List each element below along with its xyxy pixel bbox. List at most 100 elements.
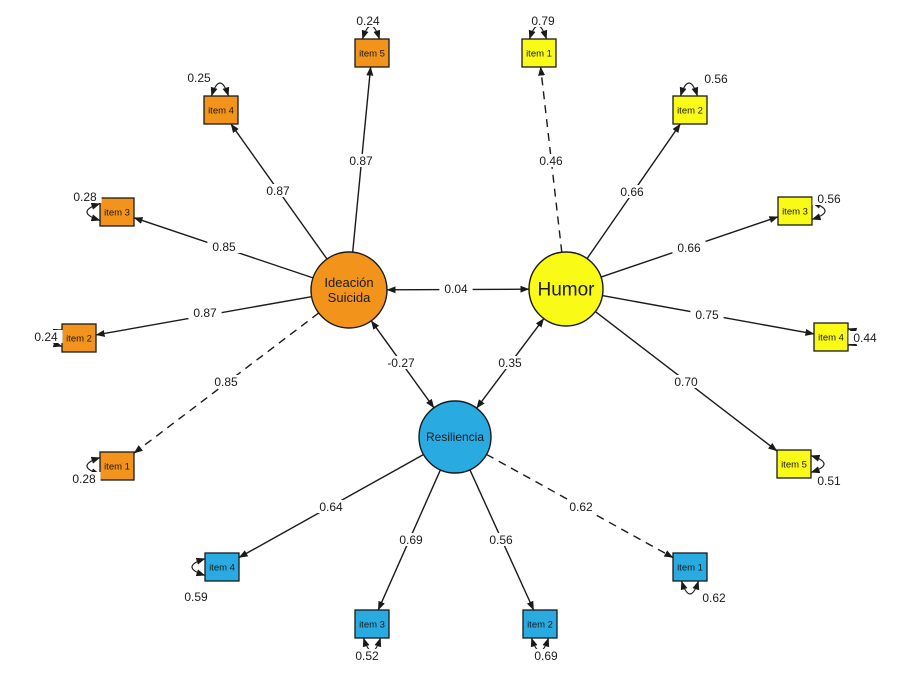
item-box-is2 xyxy=(61,323,97,353)
error-value-h3-bg xyxy=(812,192,846,205)
error-value-h5-bg xyxy=(812,474,846,487)
loading-value-ideacion-is5: 0.87 xyxy=(349,154,373,168)
loading-value-ideacion-is3-bg xyxy=(207,240,241,253)
error-value-is3: 0.28 xyxy=(73,190,97,204)
error-loop-h5 xyxy=(810,454,825,474)
loading-value-resiliencia-r2-bg xyxy=(484,533,518,546)
loading-value-ideacion-is5-bg xyxy=(344,154,378,167)
error-value-r2: 0.69 xyxy=(534,649,558,663)
loading-value-humor-h2: 0.66 xyxy=(620,185,644,199)
error-value-r2-bg xyxy=(529,649,563,662)
item-label-is5: item 5 xyxy=(359,49,385,60)
loading-value-humor-h1-bg xyxy=(534,154,568,167)
loading-value-humor-h5: 0.70 xyxy=(674,375,698,389)
error-value-r4-bg xyxy=(179,590,213,603)
item-label-h3: item 3 xyxy=(782,207,808,218)
loading-value-ideacion-is2: 0.87 xyxy=(193,306,217,320)
error-value-is4: 0.25 xyxy=(187,71,211,85)
item-box-r4 xyxy=(204,552,240,582)
error-value-is5: 0.24 xyxy=(356,14,380,28)
error-loop-is4 xyxy=(210,82,230,97)
item-box-h2 xyxy=(672,95,708,125)
error-value-h2-bg xyxy=(699,72,733,85)
covariance-value-humor-resiliencia: 0.35 xyxy=(498,356,522,370)
loading-value-resiliencia-r1: 0.62 xyxy=(569,500,593,514)
latent-circle-humor xyxy=(528,251,604,327)
error-value-is1: 0.28 xyxy=(72,472,96,486)
covariance-value-ideacion-resiliencia: -0.27 xyxy=(387,356,415,370)
loading-value-humor-h4: 0.75 xyxy=(695,308,719,322)
loading-value-resiliencia-r3-bg xyxy=(394,533,428,546)
loading-value-ideacion-is4-bg xyxy=(261,184,295,197)
item-box-r2 xyxy=(522,609,558,639)
error-value-r1: 0.62 xyxy=(702,591,726,605)
latent-label-resiliencia-0: Resiliencia xyxy=(426,430,484,444)
item-label-r2: item 2 xyxy=(527,620,553,631)
loading-value-ideacion-is4: 0.87 xyxy=(266,184,290,198)
error-value-r3-bg xyxy=(350,649,384,662)
item-label-is3: item 3 xyxy=(104,208,130,219)
covariance-value-ideacion-humor: 0.04 xyxy=(444,282,468,296)
item-box-r3 xyxy=(354,609,390,639)
loading-arrow-humor-h1 xyxy=(538,66,563,253)
loading-value-humor-h4-bg xyxy=(690,308,724,321)
item-label-is4: item 4 xyxy=(208,106,234,117)
item-label-r4: item 4 xyxy=(209,563,235,574)
loading-value-resiliencia-r1-bg xyxy=(564,500,598,513)
loading-value-ideacion-is1-bg xyxy=(209,375,243,388)
loading-value-ideacion-is3: 0.85 xyxy=(212,240,236,254)
item-box-h4 xyxy=(813,322,849,352)
item-box-r1 xyxy=(672,552,708,582)
item-box-is3 xyxy=(99,197,135,227)
error-value-is3-bg xyxy=(68,190,102,203)
covariance-value-humor-resiliencia-bg xyxy=(493,356,527,369)
latent-circle-resiliencia xyxy=(418,400,492,474)
loading-value-resiliencia-r2: 0.56 xyxy=(489,533,513,547)
item-label-h1: item 1 xyxy=(526,49,552,60)
latent-circle-ideacion xyxy=(310,251,388,329)
latent-label-humor-0: Humor xyxy=(537,279,595,300)
loading-value-humor-h3-bg xyxy=(672,241,706,254)
error-value-r3: 0.52 xyxy=(355,649,379,663)
error-value-h1: 0.79 xyxy=(531,14,555,28)
loading-value-resiliencia-r4: 0.64 xyxy=(319,500,343,514)
covariance-value-ideacion-resiliencia-bg xyxy=(381,356,421,369)
error-value-is4-bg xyxy=(182,71,216,84)
item-box-h1 xyxy=(521,38,557,68)
loading-value-humor-h3: 0.66 xyxy=(677,241,701,255)
error-loop-h2 xyxy=(679,82,699,97)
item-box-is1 xyxy=(99,451,135,481)
error-value-h1-bg xyxy=(526,14,560,27)
error-value-h3: 0.56 xyxy=(817,192,841,206)
loading-value-resiliencia-r4-bg xyxy=(314,500,348,513)
loading-value-humor-h5-bg xyxy=(669,375,703,388)
loading-value-humor-h2-bg xyxy=(615,185,649,198)
loading-arrow-resiliencia-r1 xyxy=(486,453,674,559)
error-loop-is3 xyxy=(86,202,101,222)
item-box-h5 xyxy=(776,449,812,479)
item-label-h5: item 5 xyxy=(781,460,807,471)
item-label-r3: item 3 xyxy=(359,620,385,631)
item-box-is4 xyxy=(203,95,239,125)
loading-value-ideacion-is1: 0.85 xyxy=(214,375,238,389)
error-loop-r4 xyxy=(191,557,206,577)
error-value-h2: 0.56 xyxy=(704,72,728,86)
error-value-r4: 0.59 xyxy=(184,590,208,604)
covariance-value-ideacion-humor-bg xyxy=(439,282,473,295)
item-label-is2: item 2 xyxy=(66,334,92,345)
error-value-is5-bg xyxy=(351,14,385,27)
item-label-h2: item 2 xyxy=(677,106,703,117)
item-box-is5 xyxy=(354,38,390,68)
error-value-is2: 0.24 xyxy=(34,330,58,344)
error-value-is1-bg xyxy=(67,472,101,485)
loading-value-humor-h1: 0.46 xyxy=(539,154,563,168)
error-loop-r1 xyxy=(680,580,700,595)
error-value-h4-bg xyxy=(848,331,882,344)
item-label-r1: item 1 xyxy=(677,563,703,574)
loading-value-resiliencia-r3: 0.69 xyxy=(399,533,423,547)
item-box-h3 xyxy=(777,196,813,226)
error-value-r1-bg xyxy=(697,591,731,604)
loading-value-ideacion-is2-bg xyxy=(188,306,222,319)
